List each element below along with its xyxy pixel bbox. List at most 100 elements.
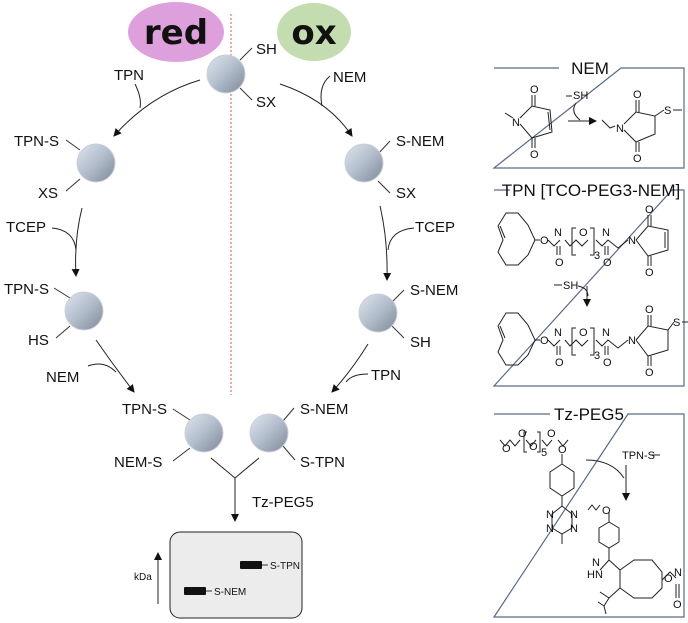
atom-n: N	[546, 509, 554, 521]
protein-left-node1: TPN-S XS	[14, 133, 116, 202]
gel-panel: kDa S-TPN S-NEM	[134, 531, 303, 619]
atom-n: N	[616, 123, 624, 135]
left-step2-reagent: TCEP	[6, 219, 46, 236]
tpn-structure: O N O O 3 N O N O O	[497, 204, 669, 279]
arrow-left-step3	[95, 339, 135, 393]
atom-o: O	[664, 573, 673, 585]
arrow-right-step1	[279, 83, 353, 137]
reagent-curve-right-step3	[345, 373, 369, 383]
atom-n: N	[570, 509, 578, 521]
atom-o: O	[555, 357, 564, 369]
left-node1-top-label: TPN-S	[14, 133, 59, 150]
tpn-panel-title: TPN [TCO-PEG3-NEM]	[502, 181, 681, 200]
right-step2-reagent: TCEP	[415, 219, 455, 236]
tz-product-structure: O N HN O N O	[587, 504, 682, 615]
reagent-curve-left-step1	[134, 83, 141, 109]
tz-reagent-label: TPN-S	[622, 450, 655, 462]
protein-right-node3: S-NEM S-TPN	[249, 401, 348, 471]
tpn-product-structure: O N O O 3 N O N O O S	[497, 304, 688, 379]
reagent-curve-left-step3	[87, 363, 117, 373]
atom-o: O	[530, 84, 539, 96]
atom-o: O	[603, 257, 612, 269]
start-thiol-label: SH	[256, 41, 277, 58]
atom-o: O	[633, 89, 642, 101]
tpn-panel: TPN [TCO-PEG3-NEM] O N O O 3 N O N O O S…	[492, 181, 688, 387]
reduced-label: red	[144, 13, 208, 53]
repeat-count: 3	[594, 250, 600, 262]
atom-s: S	[673, 317, 680, 329]
atom-o: O	[673, 599, 682, 611]
atom-o: O	[555, 257, 564, 269]
tz-structure: O O O 5 O O N N N N	[499, 428, 578, 544]
atom-o: O	[602, 505, 611, 517]
right-node3-bottom-label: S-TPN	[300, 454, 345, 471]
repeat-count: 3	[594, 350, 600, 362]
thiol-curve	[573, 102, 581, 121]
right-node1-bottom-label: SX	[396, 185, 416, 202]
gel-band-nem-label: S-NEM	[214, 587, 246, 598]
right-step1-reagent: NEM	[333, 69, 366, 86]
tz-panel: Tz-PEG5 O O O 5 O O N N N N TPN-S O	[492, 405, 685, 618]
protein-left-node3: TPN-S NEM-S	[114, 401, 224, 471]
atom-o: O	[579, 327, 588, 339]
nem-thiol-label: SH	[573, 90, 588, 102]
right-node2-bottom-label: SH	[410, 334, 431, 351]
atom-o: O	[645, 304, 654, 316]
atom-o: O	[540, 335, 549, 347]
arrow-left-step2	[71, 207, 83, 277]
protein-left-node2: TPN-S HS	[4, 281, 104, 349]
atom-o: O	[530, 149, 539, 161]
atom-n: N	[554, 227, 562, 239]
reagent-curve-left-step2	[51, 227, 77, 251]
atom-o: O	[603, 357, 612, 369]
nem-structure: N O O	[504, 84, 553, 161]
left-node2-bottom-label: HS	[28, 332, 49, 349]
atom-o: O	[502, 443, 511, 455]
atom-n: N	[592, 557, 600, 569]
left-step3-reagent: NEM	[46, 369, 79, 386]
right-node1-top-label: S-NEM	[396, 133, 444, 150]
reduced-state-badge: red	[128, 2, 224, 62]
final-reagent-label: Tz-PEG5	[252, 494, 314, 511]
left-node1-bottom-label: XS	[38, 185, 58, 202]
left-step1-reagent: TPN	[114, 67, 144, 84]
atom-o: O	[645, 204, 654, 216]
tz-panel-title: Tz-PEG5	[554, 405, 624, 424]
atom-o: O	[645, 267, 654, 279]
oxidized-label: ox	[291, 13, 336, 53]
atom-n: N	[570, 523, 578, 535]
atom-n: N	[546, 523, 554, 535]
atom-hn: HN	[587, 569, 603, 581]
atom-o: O	[518, 428, 527, 440]
atom-o: O	[547, 428, 556, 440]
atom-n: N	[512, 117, 520, 129]
left-node3-bottom-label: NEM-S	[114, 454, 162, 471]
right-step3-reagent: TPN	[371, 367, 401, 384]
reagent-curve-right-step1	[320, 75, 331, 107]
protein-start: SH SX	[206, 41, 277, 111]
atom-o: O	[540, 235, 549, 247]
kda-axis-label: kDa	[134, 572, 152, 583]
gel-band-nem	[184, 587, 206, 595]
atom-n: N	[674, 567, 682, 579]
right-node2-top-label: S-NEM	[410, 282, 458, 299]
repeat-count: 5	[541, 447, 547, 459]
atom-o: O	[529, 441, 538, 453]
merge-lines	[210, 457, 260, 479]
atom-n: N	[628, 335, 636, 347]
right-node3-top-label: S-NEM	[300, 401, 348, 418]
gel-band-tpn	[240, 561, 262, 569]
nem-panel-title: NEM	[571, 59, 609, 78]
gel-band-tpn-label: S-TPN	[270, 561, 300, 572]
arrow-right-step2	[379, 205, 392, 281]
arrow-left-step1	[113, 79, 201, 137]
atom-o: O	[558, 444, 567, 456]
atom-o: O	[633, 153, 642, 165]
protein-right-node2: S-NEM SH	[358, 282, 458, 351]
arrow-right-step3	[331, 343, 369, 393]
thiol-curve	[577, 285, 589, 297]
atom-s: S	[664, 105, 671, 117]
left-node3-top-label: TPN-S	[122, 401, 167, 418]
atom-n: N	[554, 327, 562, 339]
